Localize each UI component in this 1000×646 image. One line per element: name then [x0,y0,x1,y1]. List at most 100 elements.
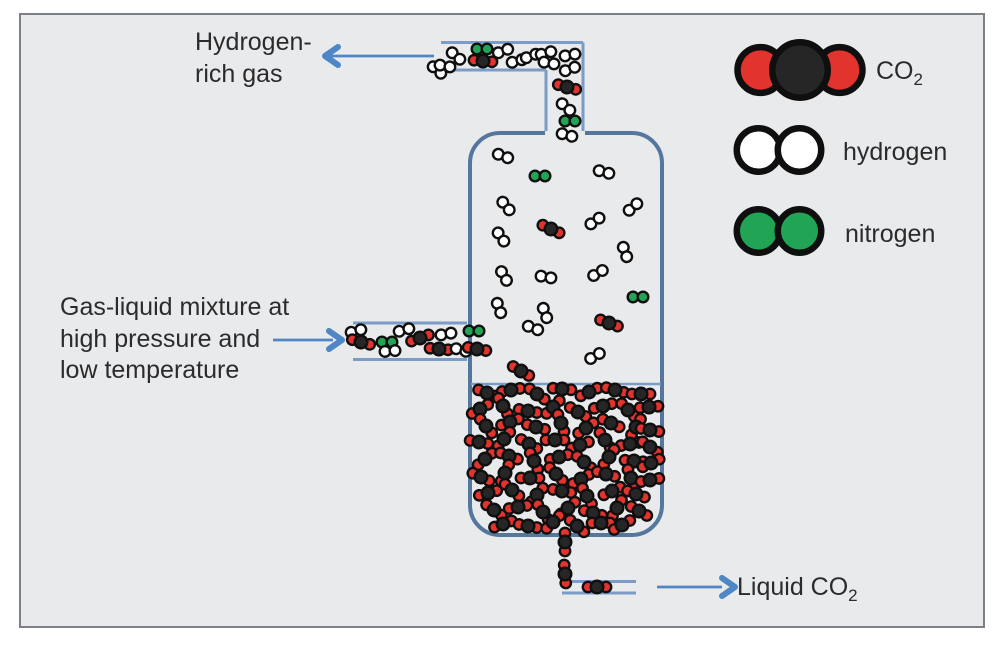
molecule-n2 [626,290,650,304]
molecule-co2 [551,78,583,96]
molecule-co2 [587,397,619,415]
molecule-co2 [557,526,573,558]
molecule-co2 [540,509,566,535]
molecule-co2 [543,448,575,466]
molecule-co2 [423,341,455,357]
molecule-co2 [572,416,600,440]
molecule-co2 [565,435,595,455]
gas-liquid-mixture-label: Gas-liquid mixture at high pressure and … [60,292,289,387]
molecule-h2 [555,97,577,117]
liquid-co2-text: Liquid CO [737,573,849,601]
molecule-co2 [546,483,578,499]
molecule-h2 [592,164,616,180]
molecule-n2 [470,42,494,56]
hydrogen-rich-gas-line2: rich gas [195,59,283,88]
molecule-n2 [462,324,486,338]
molecule-co2 [624,500,654,522]
molecule-co2 [345,333,377,351]
molecule-h2 [536,301,554,325]
molecule-co2 [574,381,604,403]
legend-co2-subscript: 2 [913,70,923,89]
molecule-h2 [558,47,582,63]
top-gas-pipe [441,41,585,131]
mixture-line3: low temperature [60,356,240,384]
molecule-co2 [540,394,566,420]
molecule-n2 [528,169,552,183]
molecule-n2 [733,206,825,256]
molecule-co2 [512,518,544,534]
hydrogen-rich-gas-line1: Hydrogen- [195,28,312,56]
molecule-h2 [491,147,515,165]
molecule-h2 [622,197,644,217]
molecule-co2 [625,386,657,402]
legend-co2-text: CO [876,57,914,85]
molecule-co2 [546,381,578,397]
molecule-co2 [621,484,651,504]
molecule-co2 [634,472,666,488]
gas-phase-molecules [490,147,650,382]
molecule-co2 [502,499,534,515]
molecule-h2 [616,240,634,264]
molecule-h2 [445,46,467,66]
molecule-h2 [496,195,516,217]
molecule-co2 [461,341,493,357]
molecule-co2 [563,513,591,539]
molecule-h2 [584,211,606,231]
molecule-h2 [558,60,582,78]
molecule-co2 [585,515,617,531]
molecule-h2 [392,322,416,338]
legend-nitrogen-label: nitrogen [845,220,936,248]
molecule-co2 [594,313,624,333]
flow-arrows [273,44,738,599]
molecule-co2 [498,477,526,503]
molecule-h2 [587,263,609,283]
molecule-co2 [465,398,495,420]
liquid-co2-molecules [463,381,666,539]
molecule-h2 [733,125,825,175]
molecule-co2 [636,452,666,474]
hydrogen-gas-arrowhead [322,44,341,68]
molecule-co2 [473,412,499,440]
molecule-co2 [495,412,525,432]
molecule-h2 [521,319,545,337]
liquid-co2-arrowhead [719,575,738,599]
molecule-h2 [537,55,561,71]
molecule-co2 [551,408,571,438]
legend-hydrogen-label: hydrogen [843,138,948,166]
molecule-h2 [491,42,515,60]
molecule-co2 [581,579,613,595]
molecule-h2 [434,326,458,342]
molecule-co2 [543,461,569,487]
molecule-co2 [467,53,499,69]
mixture-inlet-arrowhead [326,328,345,352]
liquid-co2-subscript: 2 [848,586,858,605]
molecule-co2 [590,465,622,483]
outlet-molecules [557,526,613,595]
molecule-h2 [494,265,514,287]
legend-co2-label: CO2 [876,56,923,90]
molecule-co2 [506,360,536,382]
molecule-h2 [584,346,606,366]
molecule-co2 [597,443,621,471]
molecule-co2 [472,484,504,502]
mixture-line2: high pressure and [60,324,261,353]
molecule-co2 [557,558,573,590]
inlet-pipe-molecules [344,322,493,358]
hydrogen-rich-gas-label: Hydrogen- rich gas [195,27,312,90]
molecule-co2 [607,514,637,536]
molecule-h2 [555,127,579,143]
legend-molecules [733,39,866,256]
molecule-co2 [596,412,626,434]
molecule-h2 [433,58,457,74]
molecule-co2 [633,399,665,415]
molecule-h2 [378,344,402,358]
molecule-co2 [536,218,566,240]
molecule-co2 [492,391,514,421]
molecule-co2 [466,466,496,488]
mixture-line1: Gas-liquid mixture at [60,293,290,321]
top-pipe-molecules [426,42,582,80]
vertical-pipe-molecules [551,78,583,143]
molecule-co2 [539,432,571,448]
